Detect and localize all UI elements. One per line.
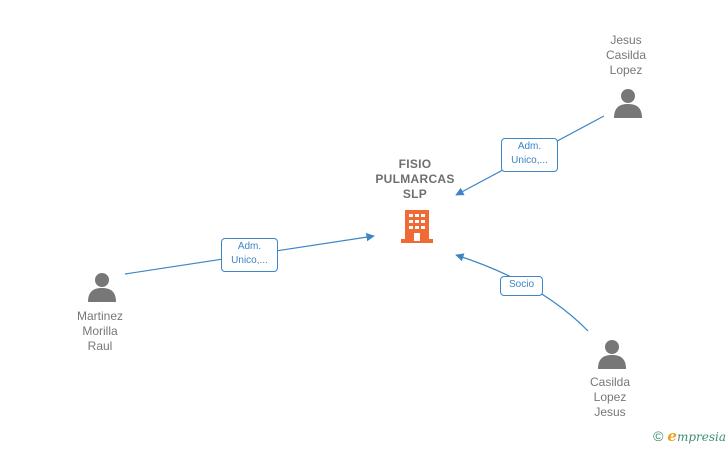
person-name-line: Casilda bbox=[589, 375, 631, 389]
edge-label-line: Unico,... bbox=[511, 155, 548, 166]
edge-label-martinez-morilla-raul[interactable]: Adm. Unico,... bbox=[221, 238, 278, 272]
brand-initial: e bbox=[667, 427, 677, 445]
company-name-line: PULMARCAS bbox=[375, 172, 455, 186]
person-name-casilda-lopez-jesus[interactable]: Casilda Lopez Jesus bbox=[572, 375, 648, 420]
person-name-line: Raul bbox=[87, 339, 113, 353]
person-name-line: Jesus bbox=[594, 405, 626, 419]
person-icon[interactable] bbox=[87, 272, 117, 302]
person-icon[interactable] bbox=[613, 88, 643, 118]
person-icon[interactable] bbox=[597, 339, 627, 369]
person-name-line: Casilda bbox=[605, 48, 647, 62]
building-icon[interactable] bbox=[401, 209, 433, 243]
person-name-line: Lopez bbox=[593, 390, 627, 404]
company-name[interactable]: FISIO PULMARCAS SLP bbox=[364, 157, 466, 202]
person-name-line: Lopez bbox=[609, 63, 643, 77]
person-name-line: Jesus bbox=[610, 33, 642, 47]
person-name-jesus-casilda-lopez[interactable]: Jesus Casilda Lopez bbox=[588, 33, 664, 78]
person-name-line: Morilla bbox=[82, 324, 118, 338]
company-name-line: SLP bbox=[402, 187, 428, 201]
copyright-symbol: © bbox=[653, 428, 664, 444]
edge-label-casilda-lopez-jesus[interactable]: Socio bbox=[500, 276, 543, 296]
empresia-watermark: © empresia bbox=[653, 427, 726, 445]
brand-name: empresia bbox=[667, 427, 726, 445]
brand-rest: mpresia bbox=[676, 430, 726, 444]
edge-label-line: Adm. bbox=[237, 241, 262, 252]
person-name-martinez-morilla-raul[interactable]: Martinez Morilla Raul bbox=[62, 309, 138, 354]
edge-label-jesus-casilda-lopez[interactable]: Adm. Unico,... bbox=[501, 138, 558, 172]
person-name-line: Martinez bbox=[76, 309, 123, 323]
edge-label-line: Unico,... bbox=[231, 255, 268, 266]
edge-label-line: Socio bbox=[508, 279, 534, 290]
edge-label-line: Adm. bbox=[517, 141, 542, 152]
company-name-line: FISIO bbox=[398, 157, 432, 171]
